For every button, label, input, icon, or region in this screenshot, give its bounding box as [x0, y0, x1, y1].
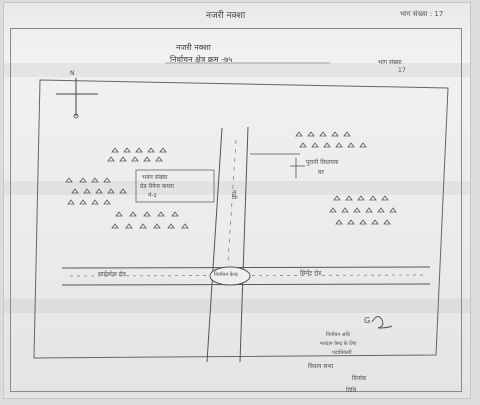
- sign-line5: दिनांक: [352, 375, 367, 382]
- outer-frame: [10, 28, 462, 392]
- house-cluster-left-lower: [111, 211, 189, 229]
- house-cluster-left-upper: [107, 147, 167, 162]
- scanned-map-page: [4, 3, 470, 398]
- symbol-label: G: [364, 316, 371, 325]
- house-cluster-right-lower: [329, 195, 397, 225]
- road-circle-label: निर्वाचन केन्द्र: [214, 272, 238, 278]
- sign-line4: विधान सभा: [308, 363, 334, 370]
- right-landmark-arrow: [250, 153, 305, 178]
- north-arrow-icon: [56, 78, 98, 119]
- road-circle: [209, 266, 251, 286]
- part-label: भाग संख्या: [378, 59, 402, 66]
- map-boundary: [33, 79, 449, 359]
- right-landmark-label: पुरानी विधायक: [306, 159, 339, 166]
- page-number: भाग संख्या : 17: [400, 10, 444, 18]
- polling-box-line2: ग्रेड मैनेज कमरा: [140, 183, 174, 190]
- signature-mark: [371, 316, 393, 329]
- polling-box-line3: नं-३: [148, 192, 157, 199]
- main-road-right-label: सिमेंट रोड: [300, 270, 322, 277]
- polling-station-box: [135, 169, 215, 203]
- sign-line1: निर्वाचन अधि: [326, 332, 350, 338]
- main-road-left-label: साईकोल रोड: [98, 271, 126, 278]
- sign-line2: मतदान केन्द्र के लिए: [320, 341, 357, 347]
- page-title: नजरी नक्शा: [206, 11, 246, 21]
- sign-line6: तिथि: [346, 387, 357, 394]
- house-cluster-left-middle: [65, 177, 127, 205]
- vertical-road-label: गली: [230, 190, 237, 200]
- vertical-road: [206, 126, 249, 363]
- house-cluster-right-upper: [295, 131, 367, 148]
- map-title: नजरी नक्शा: [176, 43, 211, 52]
- part-number: 17: [398, 67, 406, 74]
- map-subtitle: निर्वाचन क्षेत्र क्रम -७५: [170, 55, 233, 64]
- right-landmark-sub: घर: [318, 169, 325, 176]
- north-label: N: [70, 70, 75, 77]
- sign-line3: पदाधिकारी: [332, 350, 352, 356]
- polling-box-line1: भवन संख्या: [142, 174, 168, 181]
